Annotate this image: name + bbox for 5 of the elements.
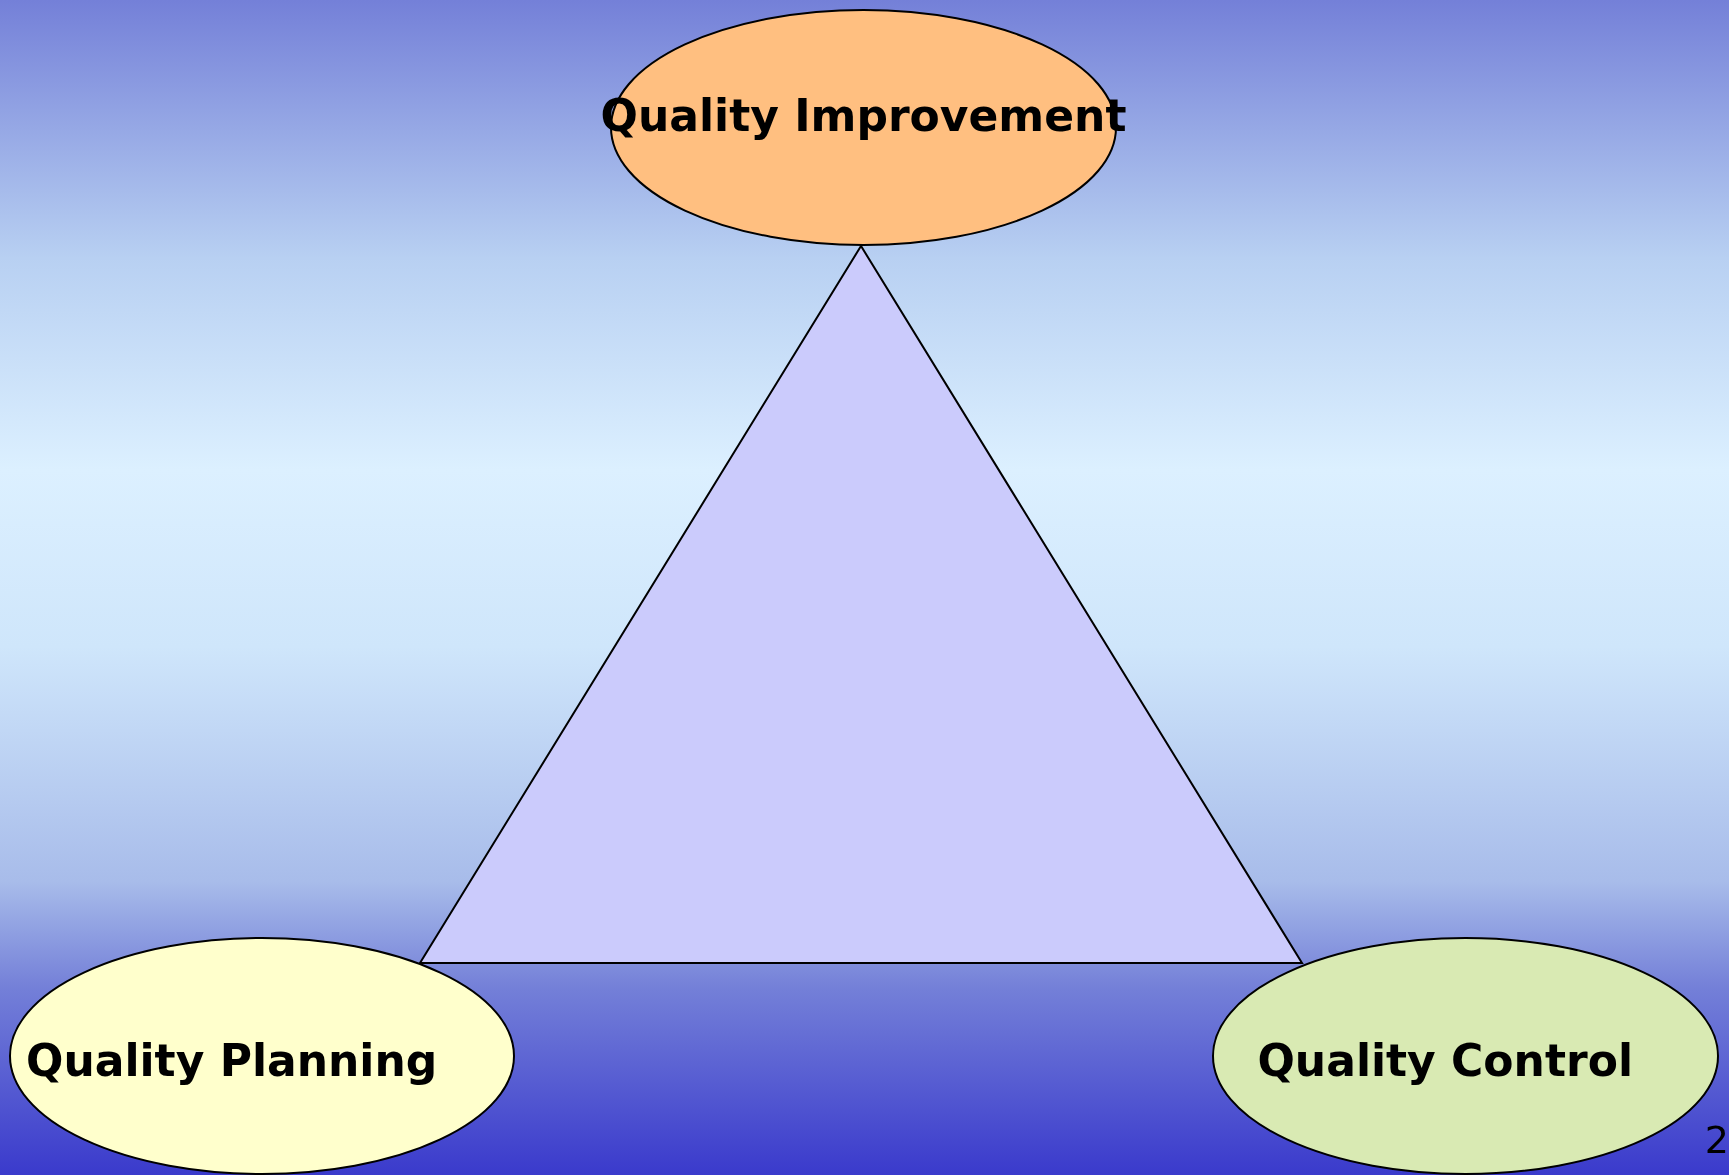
node-label: Quality Planning	[26, 1036, 438, 1085]
triangle-shape	[420, 246, 1302, 963]
node-label: Quality Control	[1257, 1036, 1633, 1085]
page-number: 2	[1704, 1118, 1729, 1162]
ellipse-node	[9, 937, 515, 1175]
